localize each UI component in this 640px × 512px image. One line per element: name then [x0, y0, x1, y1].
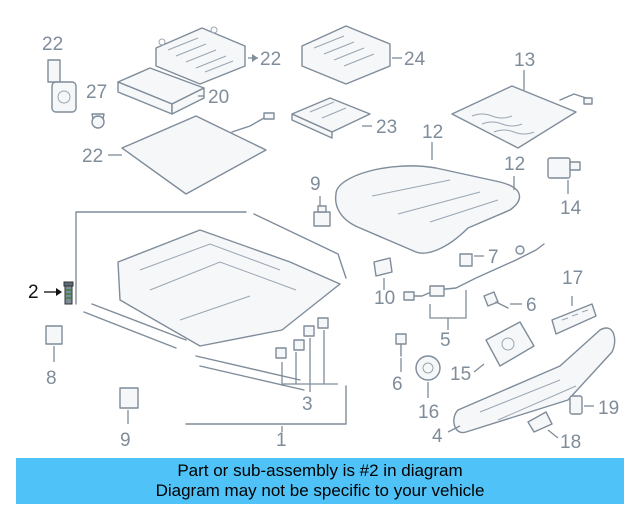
- part-14-heater: [451, 85, 593, 149]
- part-6-bolt-a: [483, 291, 509, 309]
- part-2-bolt: [63, 281, 74, 305]
- callout-7: 7: [488, 247, 499, 268]
- callout-19: 18: [560, 432, 581, 453]
- callout-5: 5: [440, 330, 451, 351]
- part-9-clip: [119, 387, 139, 409]
- part-1-seat-frame: [75, 211, 347, 425]
- callout-8: 8: [46, 368, 57, 389]
- part-7-clip: [459, 253, 473, 267]
- part-21-box: [117, 67, 205, 115]
- callout-15: 14: [560, 198, 582, 219]
- callout-9: 9: [120, 430, 131, 451]
- callout-16: 15: [450, 364, 471, 385]
- part-4-side-shield: [453, 327, 616, 434]
- callout-3: 3: [302, 394, 313, 415]
- part-23-seat-mat: [121, 112, 275, 195]
- part-15-connector: [547, 157, 581, 179]
- callout-6b: 6: [392, 374, 403, 395]
- callout-25: 24: [404, 49, 426, 70]
- callout-10: 9: [310, 174, 321, 195]
- part-8-clip: [45, 325, 63, 345]
- part-5-harness: [403, 243, 545, 301]
- callout-27: 27: [86, 82, 107, 103]
- callout-26: 22: [42, 34, 63, 55]
- parts-diagram: 22 27 22 20 22 23 24: [28, 25, 619, 453]
- callout-1: 1: [276, 430, 287, 451]
- part-26-bracket: [47, 59, 77, 113]
- part-6-bolt-b: [395, 333, 407, 357]
- banner-line-1: Part or sub-assembly is #2 in diagram: [177, 461, 463, 480]
- callout-22: 22: [260, 49, 281, 70]
- callout-23: 22: [82, 146, 103, 167]
- part-16-motor: [485, 321, 535, 367]
- part-17-motor: [415, 355, 441, 381]
- part-11-clip: [373, 257, 393, 277]
- callout-6a: 6: [526, 295, 537, 316]
- callout-18: 17: [562, 268, 583, 289]
- info-banner: Part or sub-assembly is #2 in diagram Di…: [16, 458, 624, 504]
- callout-2: 2: [28, 282, 39, 303]
- part-18-switch: [551, 303, 597, 335]
- part-20-knob: [569, 395, 583, 415]
- callout-4: 4: [432, 426, 443, 447]
- part-24-module: [291, 97, 371, 139]
- callout-17: 16: [418, 402, 439, 423]
- part-27-clip: [91, 113, 105, 129]
- callout-24: 23: [376, 117, 397, 138]
- part-12-cushion: [334, 165, 521, 254]
- part-10-clip: [313, 205, 331, 227]
- callout-12: 12: [422, 122, 443, 143]
- part-3-fasteners: [275, 317, 329, 359]
- callout-20: 19: [598, 398, 619, 419]
- callout-11: 10: [374, 288, 395, 309]
- part-25-module: [301, 25, 391, 85]
- part-19-knob: [527, 411, 553, 433]
- callout-14: 13: [514, 50, 535, 71]
- part-22-module: [155, 26, 246, 85]
- banner-line-2: Diagram may not be specific to your vehi…: [155, 481, 485, 500]
- callout-21: 20: [208, 87, 229, 108]
- callout-13: 12: [504, 154, 525, 175]
